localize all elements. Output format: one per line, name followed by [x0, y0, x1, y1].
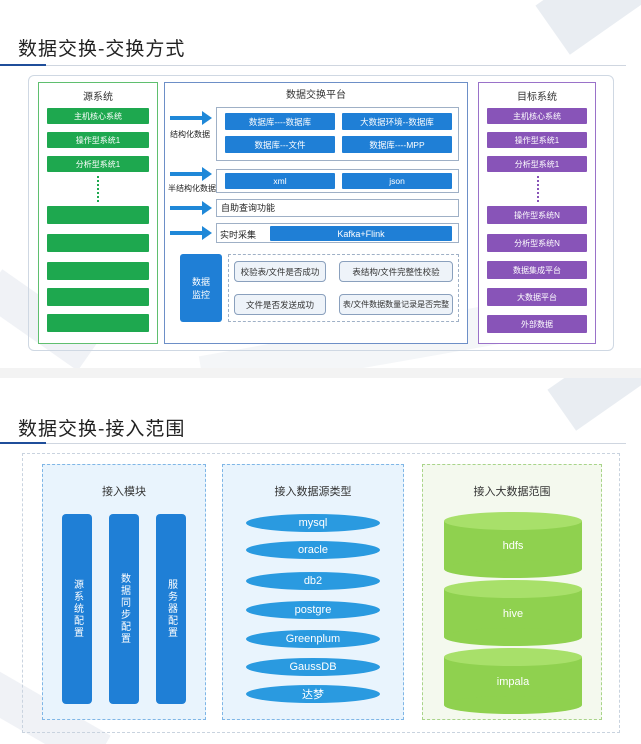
- access-modules-label: 接入模块: [102, 485, 146, 498]
- diagram-frame: [28, 75, 614, 351]
- module-bar: 服务器配置: [156, 514, 186, 704]
- hive-cylinder: hive: [444, 580, 582, 646]
- target-item: 大数据平台: [487, 288, 587, 306]
- dotted-connector: [537, 176, 539, 202]
- datasource-types-label: 接入数据源类型: [274, 485, 352, 498]
- slide-exchange-methods: 数据交换-交换方式 源系统 主机核心系统 操作型系统1 分析型系统1 数据交换平…: [0, 0, 641, 369]
- target-item: 主机核心系统: [487, 108, 587, 124]
- module-bar: 数据同步配置: [109, 514, 139, 704]
- bigdata-item: hdfs: [502, 540, 524, 552]
- target-system-label: 目标系统: [517, 91, 557, 103]
- source-item-blank: [47, 262, 149, 280]
- datasource-item: 达梦: [246, 685, 380, 703]
- structured-item: 大数据环境--数据库: [342, 113, 452, 130]
- arrow-right-icon: [170, 201, 212, 215]
- target-item: 操作型系统N: [487, 206, 587, 224]
- target-item: 外部数据: [487, 315, 587, 333]
- arrow-right-icon: [170, 111, 212, 125]
- structured-item: 数据库---文件: [225, 136, 335, 153]
- source-item-blank: [47, 206, 149, 224]
- realtime-label: 实时采集: [220, 230, 257, 240]
- datasource-types-panel: [222, 464, 404, 720]
- source-item: 主机核心系统: [47, 108, 149, 124]
- impala-cylinder: impala: [444, 648, 582, 714]
- semi-item: json: [342, 173, 452, 189]
- dotted-connector: [97, 176, 99, 202]
- title-accent: [0, 64, 46, 66]
- hdfs-cylinder: hdfs: [444, 512, 582, 578]
- check-item: 表结构/文件完整性校验: [339, 261, 453, 282]
- datasource-item: db2: [246, 572, 380, 590]
- source-item: 操作型系统1: [47, 132, 149, 148]
- arrow-right-icon: [170, 167, 212, 181]
- bigdata-scope-label: 接入大数据范围: [473, 485, 551, 498]
- title-divider: [46, 443, 626, 444]
- structured-data-label: 结构化数据: [170, 130, 210, 139]
- target-item: 分析型系统1: [487, 156, 587, 172]
- datasource-item: GaussDB: [246, 658, 380, 676]
- diagram-frame: [22, 453, 620, 733]
- monitor-checks-group: [228, 254, 459, 322]
- source-item-blank: [47, 234, 149, 252]
- target-item: 分析型系统N: [487, 234, 587, 252]
- exchange-platform-label: 数据交换平台: [286, 89, 346, 101]
- module-bar: 源系统配置: [62, 514, 92, 704]
- self-query-box: 自助查询功能: [216, 199, 459, 217]
- data-monitor-block: 数据 监控: [180, 254, 222, 322]
- check-item: 表/文件数据数量记录是否完整: [339, 294, 453, 315]
- datasource-item: oracle: [246, 541, 380, 559]
- semi-item: xml: [225, 173, 335, 189]
- page-title: 数据交换-交换方式: [18, 38, 186, 60]
- corner-decoration: [535, 0, 641, 55]
- check-item: 文件是否发送成功: [234, 294, 326, 315]
- title-divider: [46, 65, 626, 66]
- structured-item: 数据库----MPP: [342, 136, 452, 153]
- source-system-label: 源系统: [83, 91, 113, 103]
- target-item: 操作型系统1: [487, 132, 587, 148]
- realtime-item: Kafka+Flink: [270, 226, 452, 241]
- source-item-blank: [47, 314, 149, 332]
- arrow-right-icon: [170, 226, 212, 240]
- semi-structured-label: 半结构化数据: [168, 184, 216, 193]
- structured-item: 数据库----数据库: [225, 113, 335, 130]
- bigdata-item: hive: [502, 608, 524, 620]
- target-item: 数据集成平台: [487, 261, 587, 279]
- slide-separator: [0, 368, 641, 378]
- source-item: 分析型系统1: [47, 156, 149, 172]
- bigdata-item: impala: [496, 676, 530, 688]
- check-item: 校验表/文件是否成功: [234, 261, 326, 282]
- datasource-item: mysql: [246, 514, 380, 532]
- slide-access-scope: 数据交换-接入范围 接入模块 源系统配置 数据同步配置 服务器配置 接入数据源类…: [0, 378, 641, 744]
- source-item-blank: [47, 288, 149, 306]
- title-accent: [0, 442, 46, 444]
- datasource-item: Greenplum: [246, 630, 380, 648]
- datasource-item: postgre: [246, 601, 380, 619]
- corner-decoration: [547, 378, 641, 431]
- page-title: 数据交换-接入范围: [18, 418, 186, 440]
